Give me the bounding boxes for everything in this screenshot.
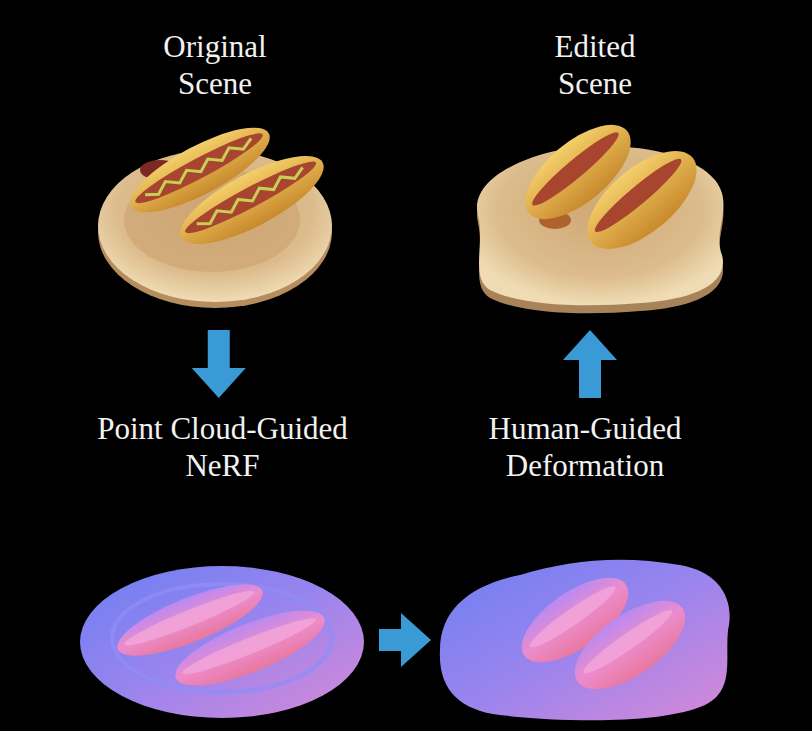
panel-heading: Human-Guided Deformation	[450, 410, 720, 484]
block-arrow	[192, 330, 246, 398]
scene-panel: Original Scene	[90, 28, 340, 318]
panel-heading: Point Cloud-Guided NeRF	[80, 410, 365, 484]
scene-panel: Human-Guided Deformation	[435, 410, 735, 725]
panel-heading: Edited Scene	[520, 28, 670, 102]
normal-map-original	[80, 566, 364, 718]
normal-map-deformed	[440, 560, 730, 721]
edited-plate	[477, 108, 724, 313]
panel-heading: Original Scene	[140, 28, 290, 102]
scene-panel: Edited Scene	[465, 28, 725, 318]
block-arrow	[379, 613, 431, 667]
block-arrow	[563, 330, 617, 398]
original-plate	[98, 112, 335, 308]
scene-panel: Point Cloud-Guided NeRF	[70, 410, 375, 725]
